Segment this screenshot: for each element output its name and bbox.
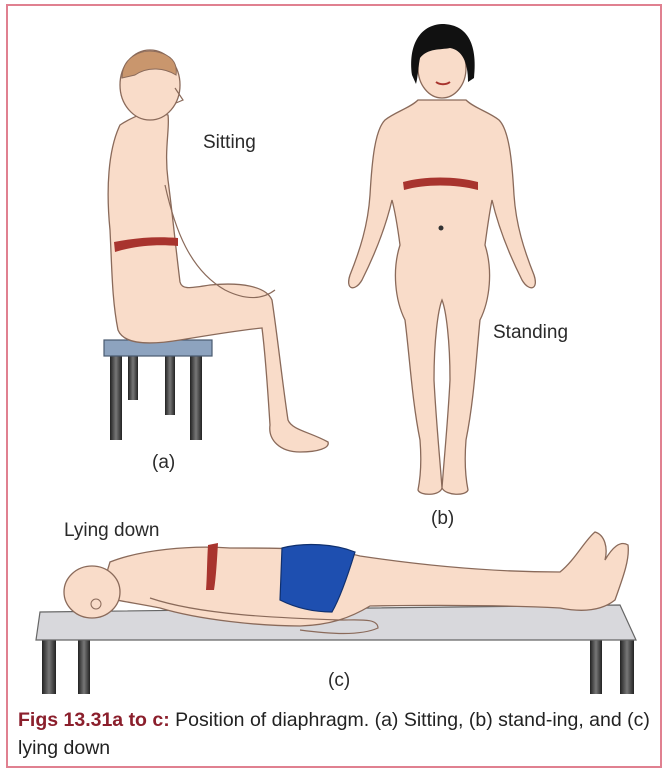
standing-figure — [349, 24, 536, 494]
lying-head — [64, 566, 120, 618]
standing-body — [349, 100, 536, 494]
label-a: (a) — [152, 452, 175, 474]
label-sitting: Sitting — [203, 132, 256, 154]
label-lying-down: Lying down — [64, 520, 159, 542]
label-c: (c) — [328, 670, 350, 692]
sitting-figure — [104, 50, 328, 452]
stool — [104, 340, 212, 440]
sitting-body — [108, 110, 328, 452]
label-b: (b) — [431, 508, 454, 530]
caption-heading: Figs 13.31a to c: — [18, 709, 170, 731]
figure-caption: Figs 13.31a to c: Position of diaphragm.… — [18, 706, 658, 762]
label-standing: Standing — [493, 322, 568, 344]
